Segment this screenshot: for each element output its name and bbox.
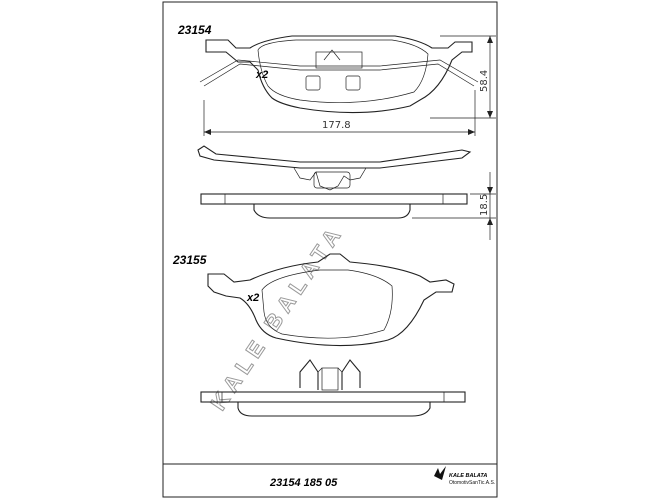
pad-23155-side-view <box>200 391 466 417</box>
dimension-thickness: 18.5 <box>412 172 496 240</box>
dimension-thickness-value: 18.5 <box>479 194 490 216</box>
watermark-text: KALE BALATA <box>205 219 348 415</box>
footer-part-number: 23154 185 05 <box>269 477 338 489</box>
quantity-label-23155: x2 <box>246 292 259 304</box>
dimension-height-value: 58.4 <box>479 70 490 92</box>
dimension-width: 177.8 <box>203 90 476 136</box>
pad-23154-side-view <box>200 193 468 219</box>
pad-23154-top-view <box>199 35 479 114</box>
part-code-23155: 23155 <box>172 253 207 267</box>
dimension-width-value: 177.8 <box>322 120 351 131</box>
part-code-23154: 23154 <box>177 23 212 37</box>
dimension-height: 58.4 <box>430 35 496 119</box>
pad-23155-clip-view <box>299 359 361 391</box>
drawing-frame <box>162 1 498 498</box>
kale-balata-logo: KALE BALATA OtomotivSanTic.A.S. <box>434 466 495 486</box>
brand-company: OtomotivSanTic.A.S. <box>449 480 495 486</box>
brand-name: KALE BALATA <box>449 473 487 479</box>
pad-23155-top-view <box>207 253 455 347</box>
pad-23154-spring-view <box>197 145 472 191</box>
